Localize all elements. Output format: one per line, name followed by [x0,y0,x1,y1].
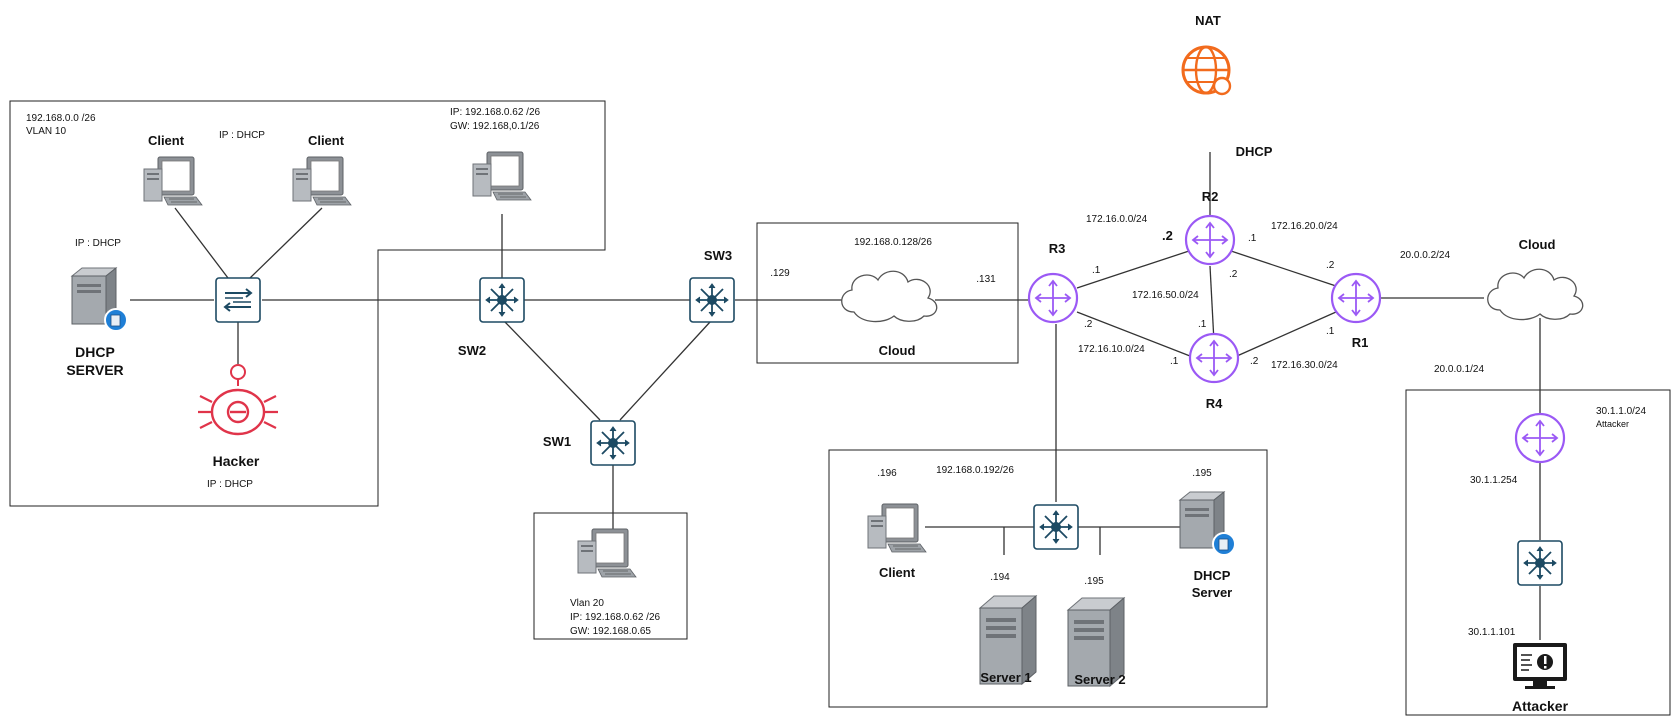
server-zone-dhcp-label-line2: Server [1192,585,1232,600]
upper-pc-icon[interactable] [472,151,532,201]
server-zone-switch-icon[interactable] [1033,504,1079,550]
sw3-interface-label: .129 [770,268,790,279]
server2-ip-label: .195 [1084,576,1104,587]
hacker-icon[interactable] [198,364,278,436]
r4-r1-network-label: 172.16.30.0/24 [1271,360,1338,371]
r4-label: R4 [1206,396,1223,411]
cloud-subnet-label: 192.168.0.128/26 [854,237,932,248]
attacker-computer-icon[interactable] [1513,643,1567,689]
r2-r1-network-label: 172.16.20.0/24 [1271,221,1338,232]
left-zone-boundary [9,100,606,507]
r2-r4-r2-side-label: .2 [1229,269,1238,280]
r3-r2-r3-side-label: .1 [1092,265,1101,276]
sw1-label: SW1 [543,434,571,449]
server-subnet-label: 192.168.0.192/26 [936,465,1014,476]
server-zone-client-label: Client [879,565,916,580]
r3-r2-r2-side-label: .2 [1162,228,1173,243]
server-zone-dhcp-ip-label: .195 [1192,468,1212,479]
attacker-host-ip-label: 30.1.1.101 [1468,627,1516,638]
sw2-label: SW2 [458,343,486,358]
sw3-switch-icon[interactable] [689,277,735,323]
wan-cloud-label: Cloud [1519,237,1556,252]
nat-label: NAT [1195,13,1221,28]
nat-globe-icon[interactable] [1181,45,1232,96]
attacker-zone-boundary [1405,389,1671,716]
attacker-subnet-label: 30.1.1.0/24 [1596,406,1646,417]
client-a-label: Client [148,133,185,148]
attacker-router-wan-ip-label: 20.0.0.1/24 [1434,364,1484,375]
client-a-pc-icon[interactable] [143,156,203,206]
dhcp-server-label-line1: DHCP [75,344,115,360]
vlan20-gw-label: GW: 192.168.0.65 [570,626,651,637]
r4-router-icon[interactable] [1188,332,1240,384]
r2-r1-r2-side-label: .1 [1248,233,1257,244]
r3-r2-network-label: 172.16.0.0/24 [1086,214,1148,225]
r4-r1-r1-side-label: .1 [1326,326,1335,337]
server-zone-dhcp-label-line1: DHCP [1194,568,1231,583]
r2-label: R2 [1202,189,1219,204]
sw1-zone-boundary [533,512,688,640]
upper-pc-gw-label: GW: 192.168,0.1/26 [450,121,540,132]
links [130,152,1541,640]
attacker-switch-icon[interactable] [1517,540,1563,586]
client-b-label: Client [308,133,345,148]
r2-r1-r1-side-label: .2 [1326,260,1335,271]
left-vlan-label: VLAN 10 [26,126,66,137]
sw1-switch-icon[interactable] [590,420,636,466]
client-b-pc-icon[interactable] [292,156,352,206]
sw2-switch-icon[interactable] [479,277,525,323]
hacker-label: Hacker [213,453,260,469]
server-client-ip-label: .196 [877,468,897,479]
client-ip-mode-label: IP : DHCP [219,130,265,141]
r3-r4-r4-side-label: .1 [1170,356,1179,367]
hacker-ip-label: IP : DHCP [207,479,253,490]
dhcp-server-ip-label: IP : DHCP [75,238,121,249]
cloud-icon [841,270,938,323]
vlan20-pc-icon[interactable] [577,528,637,578]
server2-label: Server 2 [1074,672,1125,687]
r1-wan-ip-label: 20.0.0.2/24 [1400,250,1450,261]
r3-r4-network-label: 172.16.10.0/24 [1078,344,1145,355]
server-zone-dhcp-server-icon[interactable] [1179,491,1236,556]
dhcp-server-label-line2: SERVER [66,362,123,378]
r3-label: R3 [1049,241,1066,256]
attacker-router-icon[interactable] [1514,412,1566,464]
access-switch-icon[interactable] [215,277,261,323]
r1-label: R1 [1352,335,1369,350]
r2-r4-network-label: 172.16.50.0/24 [1132,290,1199,301]
server1-label: Server 1 [980,670,1031,685]
attacker-host-label: Attacker [1512,698,1569,714]
cloud-zone-boundary [756,222,1019,364]
sw3-label: SW3 [704,248,732,263]
left-subnet-label: 192.168.0.0 /26 [26,113,96,124]
vlan20-ip-label: IP: 192.168.0.62 /26 [570,612,661,623]
r3-interface-label: .131 [976,274,996,285]
upper-pc-ip-label: IP: 192.168.0.62 /26 [450,107,541,118]
server-zone-client-pc-icon[interactable] [867,503,927,553]
nat-dhcp-label: DHCP [1236,144,1273,159]
server-zone-boundary [828,449,1268,708]
wan-cloud-icon [1487,268,1584,321]
vlan20-label: Vlan 20 [570,598,604,609]
server1-ip-label: .194 [990,572,1010,583]
cloud-label: Cloud [879,343,916,358]
dhcp-server-icon[interactable] [71,267,128,332]
attacker-gateway-label: 30.1.1.254 [1470,475,1518,486]
r4-r1-r4-side-label: .2 [1250,356,1259,367]
r3-r4-r3-side-label: .2 [1084,319,1093,330]
attacker-subnet-name-label: Attacker [1596,419,1629,429]
r2-r4-r4-side-label: .1 [1198,319,1207,330]
r2-router-icon[interactable] [1184,214,1236,266]
r1-router-icon[interactable] [1330,272,1382,324]
r3-router-icon[interactable] [1027,272,1079,324]
